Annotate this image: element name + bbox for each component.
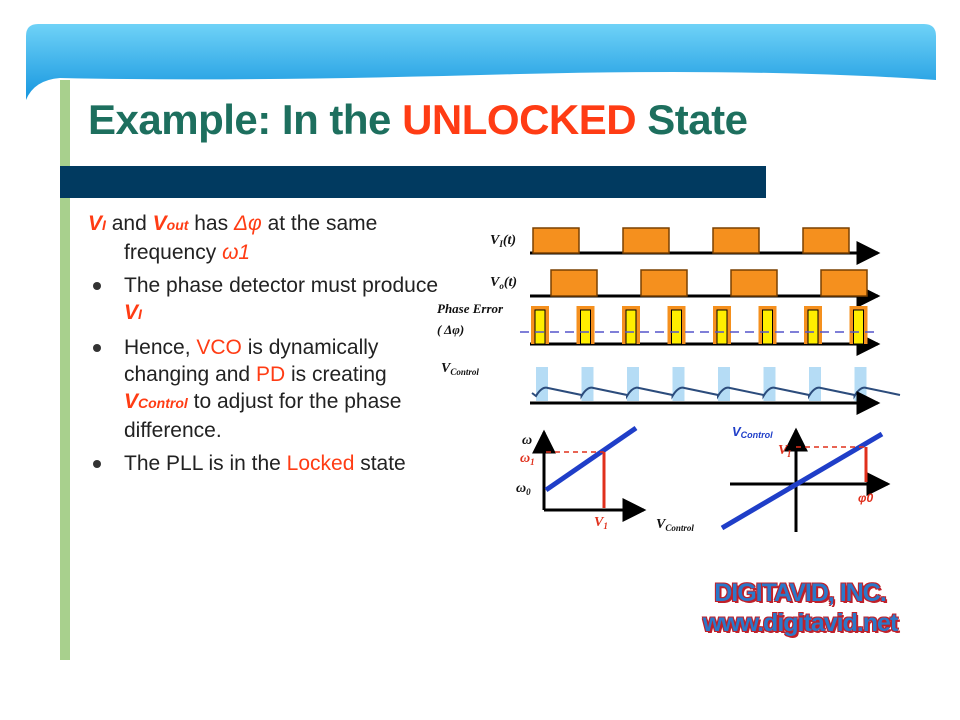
vcontrol-band (581, 367, 594, 401)
locked-term: Locked (286, 452, 355, 475)
vi-t-label: VI(t) (490, 233, 516, 249)
title-suffix: State (636, 96, 748, 143)
logo-company: DIGITAVID, INC. (714, 579, 887, 607)
omega-axis-label: ω (522, 433, 532, 448)
phase-detector-graph: VControl VI φ0 (720, 424, 891, 532)
vcontrol-band (718, 367, 730, 401)
phase-error-pulse (671, 309, 682, 345)
vo-pulse (730, 269, 778, 297)
bullet-dot (93, 282, 101, 290)
vo-t-label: Vo(t) (490, 275, 517, 291)
vi-pulse (802, 227, 850, 254)
title-highlight: UNLOCKED (402, 96, 637, 143)
vcontrol-band (809, 367, 821, 401)
vcontrol-axis-label: VControl (656, 517, 694, 533)
logo-website: www.digitavid.net (702, 609, 899, 637)
phase-error-pulse (580, 309, 591, 345)
vo-waveform (530, 269, 881, 308)
vcontrol-band (672, 367, 685, 401)
phase-error-pulse (716, 309, 728, 345)
pd-term: PD (255, 363, 286, 386)
vcontrol-band (536, 367, 548, 401)
vi-label: VI (778, 443, 791, 459)
vcontrol-symbol: VControl (124, 390, 188, 413)
intro-text-4: frequency (124, 241, 223, 264)
left-accent-bar (60, 80, 70, 660)
title-underline-bar (60, 166, 766, 198)
omega0-label: ω0 (516, 481, 531, 497)
phase-error-pulse (625, 309, 637, 345)
vi-pulse (712, 227, 760, 254)
bullet-dot (93, 344, 101, 352)
omega1-label: ω1 (520, 451, 535, 467)
vcontrol-band (763, 367, 776, 401)
phase-error-label: Phase Error (437, 301, 504, 316)
delta-phi-symbol: Δφ (233, 212, 262, 235)
vi-pulse (532, 227, 580, 254)
vcontrol-waveform (530, 367, 901, 415)
bullet-dot (93, 460, 101, 468)
bullet-item-3: The PLL is in the Locked state (88, 450, 448, 477)
vco-term: VCO (196, 336, 242, 359)
vi-symbol: VI (124, 301, 142, 324)
intro-text-2: has (188, 212, 234, 235)
transfer-line (544, 425, 638, 493)
digitavid-logo: DIGITAVID, INC. www.digitavid.net (690, 578, 910, 638)
intro-text-3: at the same (261, 212, 378, 235)
vout-symbol: Vout (152, 212, 189, 235)
vcontrol-band (854, 367, 867, 401)
vo-pulse (640, 269, 688, 297)
bullet-item-1: The phase detector must produce VI (88, 272, 448, 328)
vcontrol-axis-label: VControl (732, 424, 773, 440)
phi0-label: φ0 (858, 491, 873, 505)
vcontrol-label: VControl (441, 361, 479, 377)
bullet-item-2: Hence, VCO is dynamically changing and P… (88, 334, 448, 444)
phase-error-pulse (762, 309, 773, 345)
phase-error-waveform (520, 306, 881, 356)
vi-symbol: VI (88, 212, 106, 235)
delta-phi-label: ( Δφ) (437, 322, 464, 337)
vcontrol-ripple-line (531, 386, 901, 400)
intro-text-1: and (105, 212, 153, 235)
transfer-line (720, 431, 884, 531)
phase-error-pulse (807, 309, 819, 345)
header-banner (26, 24, 936, 100)
vo-pulse (550, 269, 598, 297)
vi-waveform (530, 227, 881, 265)
vco-transfer-graph: ω ω1 ω0 V1 VControl (516, 425, 694, 533)
slide-title: Example: In the UNLOCKED State (88, 96, 748, 144)
v1-label: V1 (594, 515, 608, 531)
vo-pulse (820, 269, 868, 297)
omega1-symbol: ω1 (222, 241, 251, 264)
vcontrol-band (627, 367, 639, 401)
title-prefix: Example: In the (88, 96, 403, 143)
phase-error-pulse (534, 309, 546, 345)
vi-pulse (622, 227, 670, 254)
phase-error-pulse (853, 309, 864, 345)
